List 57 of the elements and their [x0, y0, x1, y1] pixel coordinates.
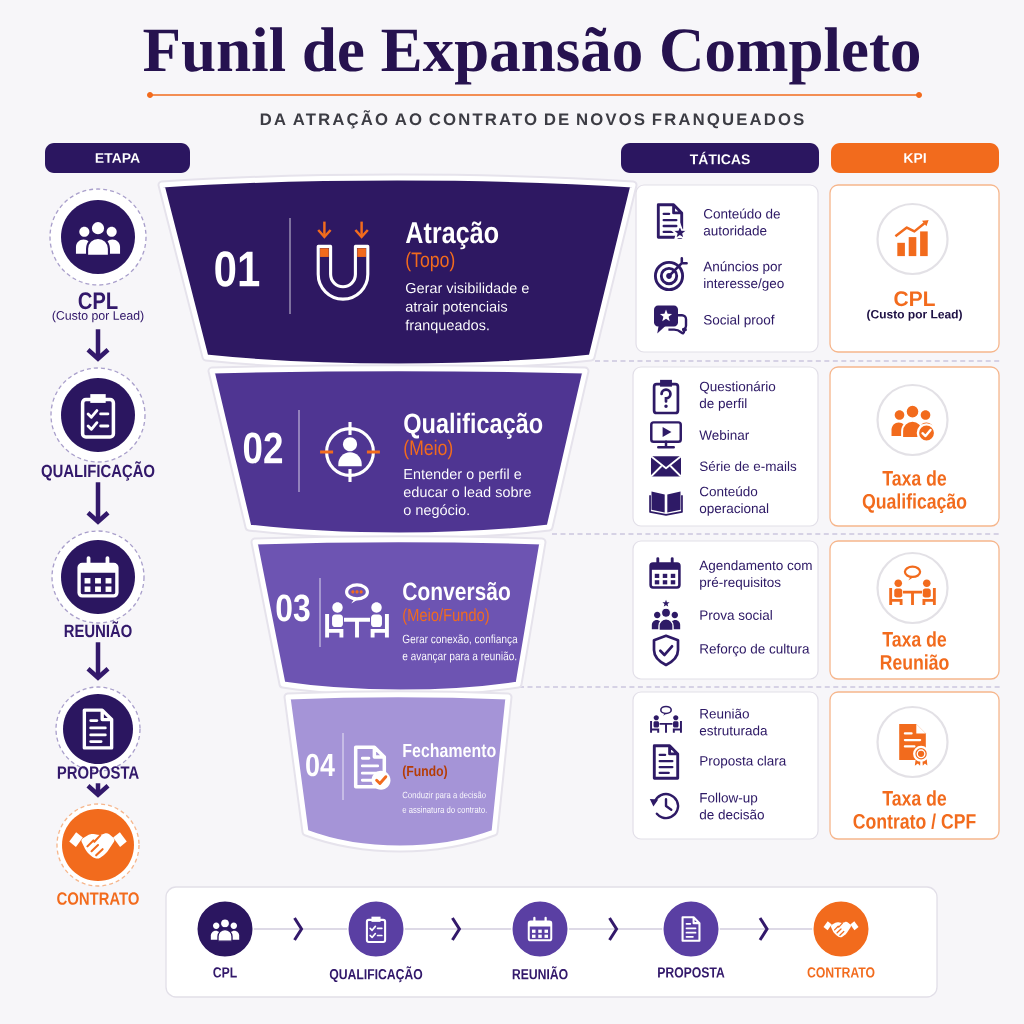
stage-title: Qualificação — [404, 412, 543, 439]
stage-title: Conversão — [403, 582, 510, 601]
tactic-text: Conteúdo operacional — [699, 486, 769, 516]
stage-label: REUNIÃO — [64, 621, 132, 638]
kpi-sublabel: (Custo por Lead) — [867, 309, 962, 321]
tactic-text: Anúncios por interesse/geo — [703, 261, 784, 291]
arrow — [86, 329, 110, 362]
arrow — [86, 482, 110, 525]
column-header: ETAPA — [45, 143, 190, 173]
stage-title: Fechamento — [403, 743, 496, 758]
step-number: 03 — [276, 594, 310, 622]
column-header: KPI — [831, 143, 999, 173]
step-number: 01 — [215, 251, 260, 287]
tactic-text: Série de e-mails — [699, 460, 797, 472]
tactic-text: Conteúdo de autoridade — [703, 208, 780, 236]
chevron-connector — [719, 917, 813, 941]
stage-title: Atração — [405, 221, 499, 250]
kpi-label: Taxa de Qualificação — [862, 470, 967, 513]
stage-label: QUALIFICAÇÃO — [41, 461, 155, 481]
tactic-text: Agendamento com pré-requisitos — [699, 560, 812, 590]
stage-description: Conduzir para a decisão e assinatura do contrato. — [402, 791, 487, 813]
tactic-text: Questionário de perfil — [699, 381, 776, 411]
stage-level: (Meio) — [404, 439, 453, 460]
step-label: CONTRATO — [807, 967, 875, 978]
subtitle: DA ATRAÇÃO AO CONTRATO DE NOVOS FRANQUEADOS — [260, 110, 804, 129]
tactic-text: Webinar — [699, 430, 750, 440]
stage-label: CPL — [78, 292, 118, 310]
step-label: QUALIFICAÇÃO — [329, 966, 423, 983]
arrow — [86, 642, 110, 681]
column-header: TÁTICAS — [621, 143, 819, 173]
chevron-connector — [404, 917, 512, 941]
stage-level: (Fundo) — [402, 765, 447, 779]
tactic-text: Reunião estruturada — [699, 708, 768, 736]
stage-label: PROPOSTA — [57, 766, 139, 779]
stage-sublabel: (Custo por Lead) — [52, 310, 144, 323]
tactic-text: Reforço de cultura — [700, 643, 810, 657]
stage-label: CONTRATO — [57, 892, 139, 905]
chevron-connector — [253, 917, 348, 941]
step-number: 02 — [243, 432, 283, 464]
tactic-text: Social proof — [703, 314, 775, 328]
tactic-text: Prova social — [700, 610, 772, 620]
kpi-label: CPL — [894, 291, 935, 307]
step-label: REUNIÃO — [512, 966, 568, 980]
stage-description: Gerar visibilidade e atrair potenciais franqueados. — [405, 282, 529, 334]
kpi-label: Taxa de Contrato / CPF — [853, 790, 976, 829]
stage-description: Gerar conexão, confiança e avançar para a reunião. — [402, 634, 518, 663]
kpi-label: Taxa de Reunião — [880, 631, 949, 670]
tactic-text: Follow-up de decisão — [699, 792, 764, 820]
chevron-connector — [568, 917, 663, 941]
stage-description: Entender o perfil e educar o lead sobre o negócio. — [403, 468, 531, 518]
step-label: PROPOSTA — [658, 967, 725, 978]
title: Funil de Expansão Completo — [143, 27, 920, 85]
stage-level: (Meio/Fundo) — [403, 608, 489, 625]
tactic-text: Proposta clara — [700, 755, 787, 769]
step-number: 04 — [306, 753, 335, 777]
step-label: CPL — [213, 967, 237, 978]
stage-level: (Topo) — [406, 251, 455, 272]
